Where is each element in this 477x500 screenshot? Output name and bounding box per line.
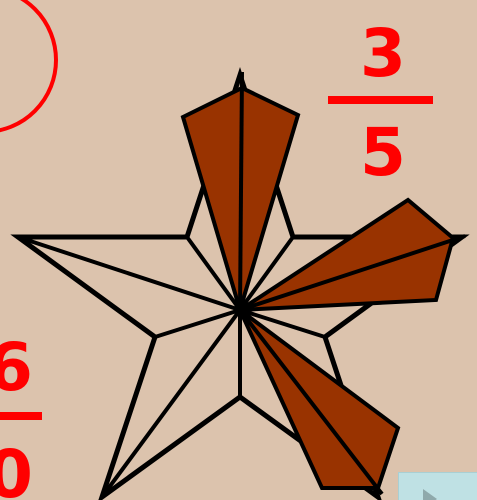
fraction-bar-left xyxy=(0,412,42,420)
fraction-bar xyxy=(328,96,433,104)
fraction-denominator-left: 0 xyxy=(0,436,33,500)
shaded-spike-right xyxy=(240,200,453,310)
fraction-numerator-left: 6 xyxy=(0,329,33,406)
play-icon xyxy=(423,489,439,500)
red-circle xyxy=(0,0,56,132)
fraction-numerator: 3 xyxy=(360,15,406,92)
spike-top-axis xyxy=(240,72,242,310)
fraction-denominator: 5 xyxy=(360,114,406,191)
play-button[interactable] xyxy=(398,472,477,500)
